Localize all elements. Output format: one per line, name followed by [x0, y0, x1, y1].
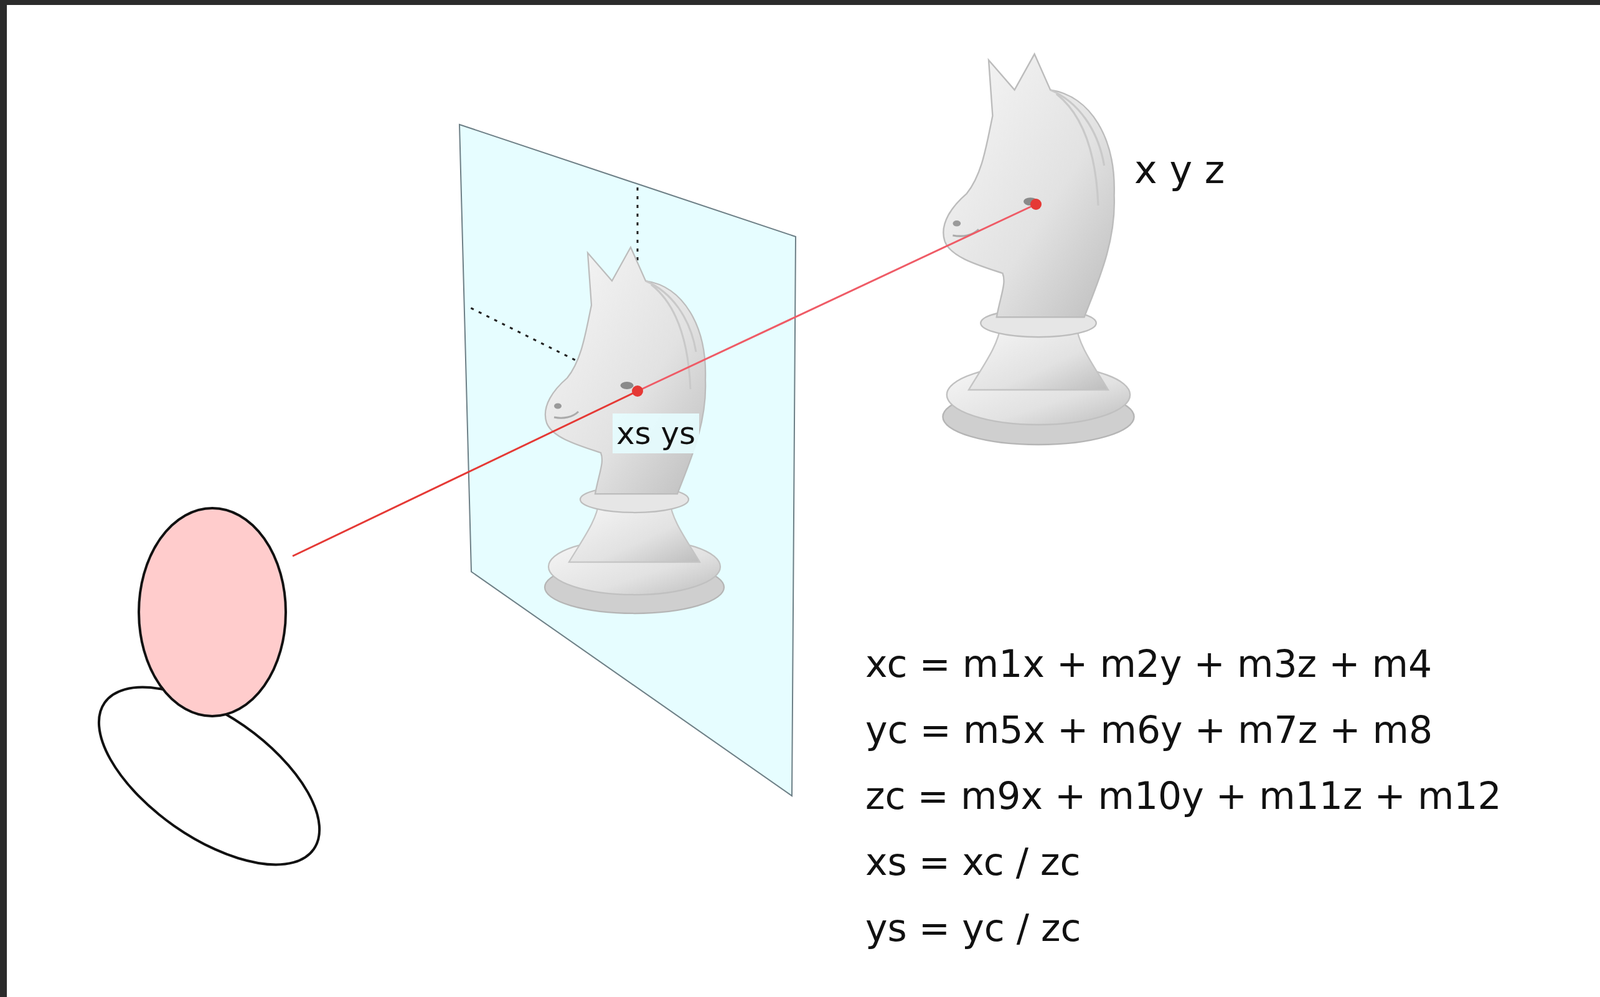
frame-edge: [0, 0, 1600, 5]
equation: yc = m5x + m6y + m7z + m8: [865, 707, 1433, 753]
point-coords: x y z: [1134, 146, 1225, 193]
knight-object: [942, 54, 1134, 445]
knight-image: [544, 247, 725, 614]
equation: xs = xc / zc: [865, 839, 1081, 885]
world-point: [1030, 198, 1042, 210]
eye-ball: [138, 508, 286, 716]
frame-edge: [0, 0, 7, 997]
equation: ys = yc / zc: [865, 905, 1082, 951]
projected-point: [631, 385, 644, 397]
equation: zc = m9x + m10y + m11z + m12: [865, 773, 1502, 819]
image-plane: [459, 124, 796, 796]
projection-ray: [637, 204, 1036, 391]
screen-coords: xs ys: [612, 413, 700, 454]
equation: xc = m1x + m2y + m3z + m4: [865, 641, 1432, 687]
projection-ray: [292, 390, 638, 556]
